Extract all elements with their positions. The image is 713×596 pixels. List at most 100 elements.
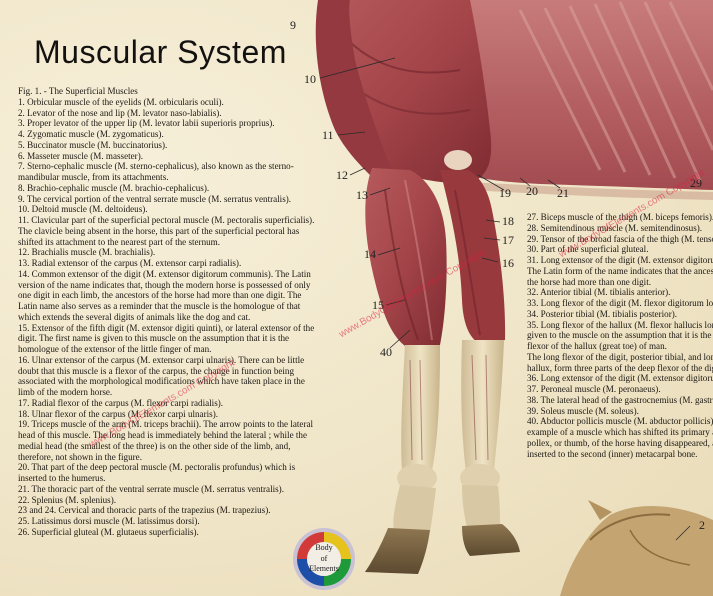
forearm-right	[440, 170, 506, 345]
logo-ring	[293, 528, 355, 590]
legend-left-line: 9. The cervical portion of the ventral s…	[18, 193, 292, 204]
legend-left-line: digit. The first name is given to this m…	[18, 333, 290, 344]
legend-left-line: 12. Brachialis muscle (M. brachialis).	[18, 247, 156, 258]
figure-label-21: 21	[557, 186, 569, 200]
figure-label-15: 15	[372, 298, 384, 312]
figure-label-12: 12	[336, 168, 348, 182]
legend-left-line: 3. Proper levator of the upper lip (M. l…	[18, 118, 275, 129]
legend-right-line: 39. Soleus muscle (M. soleus).	[527, 405, 639, 416]
legend-left-line: one digit in each limb, the ancestors of…	[18, 290, 302, 301]
legend-left-line: medial head (the smallest of the three) …	[18, 440, 291, 451]
logo-text-of: of	[320, 554, 328, 563]
legend-left-line: 13. Radial extensor of the carpus (M. ex…	[18, 258, 242, 268]
legend-left-line: 16. Ulnar extensor of the carpus (M. ext…	[18, 354, 305, 365]
legend-left-line: version of the name indicates that, thou…	[18, 279, 311, 290]
hoof-right	[462, 524, 520, 556]
legend-right-line: 38. The lateral head of the gastrocnemiu…	[527, 394, 713, 405]
legend-right-line: given to the muscle on the assumption th…	[527, 330, 713, 341]
legend-right-column: 27. Biceps muscle of the thigh (M. bicep…	[527, 212, 713, 459]
figure-label-13: 13	[356, 188, 368, 202]
legend-left-line: 5. Buccinator muscle (M. buccinatorius).	[18, 139, 168, 150]
legend-right-line: 35. Long flexor of the hallux (M. flexor…	[527, 319, 713, 330]
forearm-left	[365, 168, 447, 350]
legend-left-line: 10. Deltoid muscle (M. deltoideus).	[18, 204, 148, 215]
figure-label-19: 19	[499, 186, 511, 200]
leader-lines	[319, 57, 691, 541]
legend-right-line: flexor of the hallux (great toe) of man.	[527, 341, 667, 351]
legend-left-line: Latin name also serves as a reminder tha…	[18, 301, 301, 311]
legend-left-lines: 1. Orbicular muscle of the eyelids (M. o…	[18, 97, 346, 538]
legend-left-line: shifted its attachment to the nearest pa…	[18, 236, 221, 247]
legend-left-line: 7. Sterno-cephalic muscle (M. sterno-cep…	[18, 161, 294, 172]
legend-left-line: doubt that this muscle is a flexor of th…	[18, 365, 295, 376]
legend-left-line: homologue of the extensor of the little …	[18, 344, 212, 354]
figure-label-10: 10	[304, 72, 316, 86]
legend-right-line: 31. Long extensor of the digit (M. exten…	[527, 255, 713, 265]
hoof-left	[365, 528, 430, 574]
figure-label-20: 20	[526, 184, 538, 198]
legend-right-line: pollex, or thumb, of the horse having di…	[527, 437, 713, 448]
legend-left-line: 6. Masseter muscle (M. masseter).	[18, 150, 144, 161]
legend-left-line: 20. That part of the deep pectoral muscl…	[18, 462, 296, 473]
legend-left-line: therefore, not shown in the figure.	[18, 451, 142, 462]
pectoral-region	[315, 0, 395, 180]
legend-right-line: 28. Semitendinous muscle (M. semitendino…	[527, 222, 703, 233]
legend-left-line: 25. Latissimus dorsi muscle (M. latissim…	[18, 516, 200, 526]
figure-label-16: 16	[502, 256, 514, 270]
figure-label-40: 40	[380, 345, 392, 359]
legend-left-line: 11. Clavicular part of the superficial p…	[18, 215, 315, 225]
legend-right-line: 27. Biceps muscle of the thigh (M. bicep…	[527, 212, 713, 222]
legend-left-line: 23 and 24. Cervical and thoracic parts o…	[18, 505, 271, 516]
figure-label-29: 29	[690, 176, 702, 190]
legend-right-line: inserted to the second (inner) metacarpa…	[527, 448, 698, 459]
body-barrel	[440, 0, 713, 190]
body-of-elements-logo: Body of Elements	[291, 526, 357, 592]
logo-text-body: Body	[315, 543, 333, 552]
legend-left-line: 14. Common extensor of the digit (M. ext…	[18, 268, 311, 279]
legend-right-line: 36. Long extensor of the digit (M. exten…	[527, 373, 713, 384]
legend-left-line: 15. Extensor of the fifth digit (M. exte…	[18, 322, 315, 333]
legend-right-line: 30. Part of the superficial gluteal.	[527, 244, 649, 255]
legend-right-line: 32. Anterior tibial (M. tibialis anterio…	[527, 287, 671, 298]
legend-left-line: 4. Zygomatic muscle (M. zygomaticus).	[18, 129, 164, 139]
legend-left-line: 22. Splenius (M. splenius).	[18, 494, 117, 505]
legend-right-line: 29. Tensor of the broad fascia of the th…	[527, 233, 713, 244]
legend-left-line: 8. Brachio-cephalic muscle (M. brachio-c…	[18, 182, 210, 193]
legend-left-line: 21. The thoracic part of the ventral ser…	[18, 483, 284, 494]
logo-text-elements: Elements	[309, 564, 339, 573]
figure-label-9: 9	[290, 18, 296, 32]
figure-label-17: 17	[502, 233, 514, 247]
legend-right-line: the horse had more than one digit.	[527, 276, 651, 287]
legend-left-line: 18. Ulnar flexor of the carpus (M. flexo…	[18, 408, 218, 419]
legend-right-line: 34. Posterior tibial (M. tibialis poster…	[527, 308, 678, 319]
page-title: Muscular System	[34, 34, 287, 70]
horse-head-corner	[560, 505, 713, 596]
legend-left-line: 17. Radial flexor of the carpus (M. flex…	[18, 397, 224, 408]
legend-left-line: which extends the several digits of anim…	[18, 311, 251, 322]
legend-right-line: 37. Peroneal muscle (M. peronaeus).	[527, 384, 661, 394]
legend-left-line: The clavicle being absent in the horse, …	[18, 225, 300, 236]
legend-right-line: The long flexor of the digit, posterior …	[527, 351, 713, 362]
legend-left-line: associated with the morphological modifi…	[18, 376, 305, 387]
legend-right-line: The Latin form of the name indicates tha…	[527, 265, 713, 276]
figure-label-11: 11	[322, 128, 334, 142]
legend-right-line: example of a muscle which has shifted it…	[527, 427, 713, 437]
figure-heading: Fig. 1. - The Superficial Muscles	[18, 86, 138, 96]
legend-left-line: inserted to the humerus.	[18, 473, 106, 483]
figure-label-2: 2	[699, 518, 705, 532]
figure-label-18: 18	[502, 214, 514, 228]
rib-striations	[518, 1, 713, 182]
legend-right-line: hallux, form three parts of the deep fle…	[527, 362, 713, 373]
legend-left-line: 19. Triceps muscle of the arm (M. tricep…	[18, 419, 314, 430]
legend-left-line: head of this muscle. The long head is im…	[18, 430, 307, 440]
figure-label-14: 14	[364, 247, 376, 261]
legend-left-line: 2. Levator of the nose and lip (M. levat…	[18, 107, 222, 118]
cannon-right	[461, 340, 504, 472]
legend-left-line: 1. Orbicular muscle of the eyelids (M. o…	[18, 96, 224, 107]
legend-left-line: mandibular muscle, from its attachments.	[18, 172, 169, 182]
legend-left-line: limb of the modern horse.	[18, 387, 113, 397]
legend-left-line: 26. Superficial gluteal (M. glutaeus sup…	[18, 526, 199, 537]
legend-right-line: 33. Long flexor of the digit (M. flexor …	[527, 298, 713, 308]
